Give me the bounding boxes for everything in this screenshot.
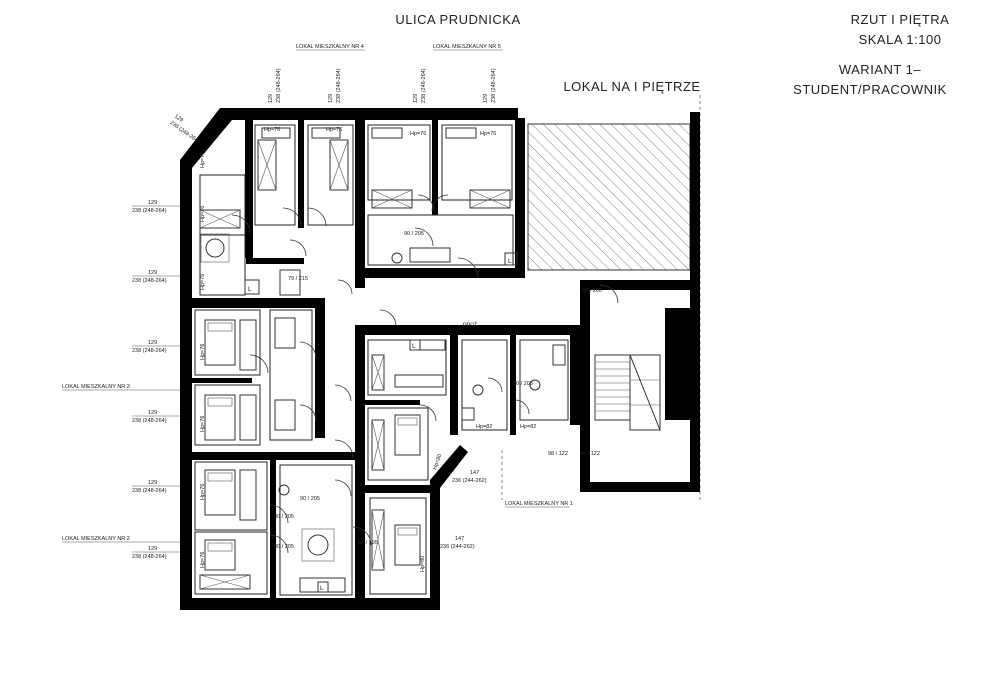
sill-height: Hp=76 (480, 131, 496, 137)
outer-walls (180, 108, 700, 610)
sill-height: Hp=76 (200, 416, 206, 432)
unit-labels: LOKAL MIESZKALNY NR 4 LOKAL MIESZKALNY N… (62, 44, 573, 543)
fire-safety-label: ppoż (463, 321, 477, 328)
unit-label-4: LOKAL MIESZKALNY NR 4 (296, 44, 364, 50)
unit-label-1: LOKAL MIESZKALNY NR 1 (505, 501, 573, 507)
window-height: 238 (248-264) (276, 68, 282, 103)
sill-height: Hp=80 (420, 556, 426, 572)
staircase (594, 354, 661, 431)
sill-height: Hp=82 (476, 424, 492, 430)
window-width: 129 (148, 270, 157, 276)
window-height: 238 (248-264) (132, 348, 167, 354)
l-marker: L (412, 343, 416, 350)
sill-height: Hp=76 (326, 127, 342, 133)
door-size: 90 / 205 (300, 496, 320, 502)
door-size: 79 / 215 (288, 276, 308, 282)
floor-note: LOKAL NA I PIĘTRZE (563, 79, 700, 94)
window-width: 129 (148, 340, 157, 346)
furniture: L L L L (199, 127, 566, 593)
window-height: 238 (248-264) (132, 418, 167, 424)
plan-scale: SKALA 1:100 (859, 32, 942, 47)
window-height: 238 (248-264) (132, 278, 167, 284)
sill-height: Hp=82 (520, 424, 536, 430)
window-width: 129 (413, 94, 419, 103)
l-marker: L (508, 258, 512, 265)
sill-height: Hp=76 (200, 152, 206, 168)
window-width: 129 (148, 200, 157, 206)
neighbouring-area (527, 123, 691, 271)
door-size: 80 / 205 (513, 381, 533, 387)
sill-height: Hp=76 (200, 206, 206, 222)
window-width: 129 (483, 94, 489, 103)
neighbouring-wall (690, 112, 700, 282)
window-height: 238 (248-264) (132, 208, 167, 214)
sill-height: Hp=76 (264, 127, 280, 133)
street-name: ULICA PRUDNICKA (395, 12, 520, 27)
window-height: 238 (248-264) (132, 488, 167, 494)
plan-variant-target: STUDENT/PRACOWNIK (793, 82, 947, 97)
door-size: 80 / 205 (274, 544, 294, 550)
plan-variant: WARIANT 1– (839, 62, 922, 77)
sill-height: Hp=76 (200, 552, 206, 568)
window-height: 236 (244-262) (452, 478, 487, 484)
window-width: 129 (148, 410, 157, 416)
sill-height: Hp=76 (200, 484, 206, 500)
unit-label-3: LOKAL MIESZKALNY NR 3 (62, 384, 130, 390)
window-width: 129 (148, 546, 157, 552)
room-outlines (194, 124, 569, 596)
door-size: 90 / 205 (404, 231, 424, 237)
window-height: 238 (248-264) (169, 120, 201, 145)
window-height: 238 (248-264) (336, 68, 342, 103)
unit-label-2: LOKAL MIESZKALNY NR 2 (62, 536, 130, 542)
window-width: 147 (455, 536, 464, 542)
unit-label-5: LOKAL MIESZKALNY NR 5 (433, 44, 501, 50)
window-width: 129 (148, 480, 157, 486)
door-size: 80 / 205 (274, 514, 294, 520)
l-marker: L (320, 585, 324, 592)
sill-height: Hp=76 (410, 131, 426, 137)
plan-title: RZUT I PIĘTRA (851, 12, 950, 27)
window-height: 238 (248-264) (421, 68, 427, 103)
door-swings (231, 194, 619, 554)
window-height: 238 (248-264) (491, 68, 497, 103)
window-height: 236 (244-262) (440, 544, 475, 550)
door-size: 93 / 195 (358, 540, 378, 546)
door-size: 98 / 122 (548, 451, 568, 457)
window-width: 129 (328, 94, 334, 103)
window-width: 129 (173, 113, 184, 123)
sill-height: Hp=76 (200, 274, 206, 290)
sill-height: Hp=80 (432, 453, 443, 470)
window-dimensions: 129 238 (248-264) 129 238 (248-264) 129 … (132, 68, 536, 572)
window-height: 238 (248-264) (132, 554, 167, 560)
l-marker: L (248, 286, 252, 293)
door-dimensions: 90 / 205 79 / 215 90 / 200 80 / 205 80 /… (274, 231, 602, 550)
window-width: 147 (470, 470, 479, 476)
window-width: 129 (268, 94, 274, 103)
door-size: 90 / 200 (582, 288, 602, 294)
door-size: 98 / 122 (580, 451, 600, 457)
sill-height: Hp=76 (200, 344, 206, 360)
